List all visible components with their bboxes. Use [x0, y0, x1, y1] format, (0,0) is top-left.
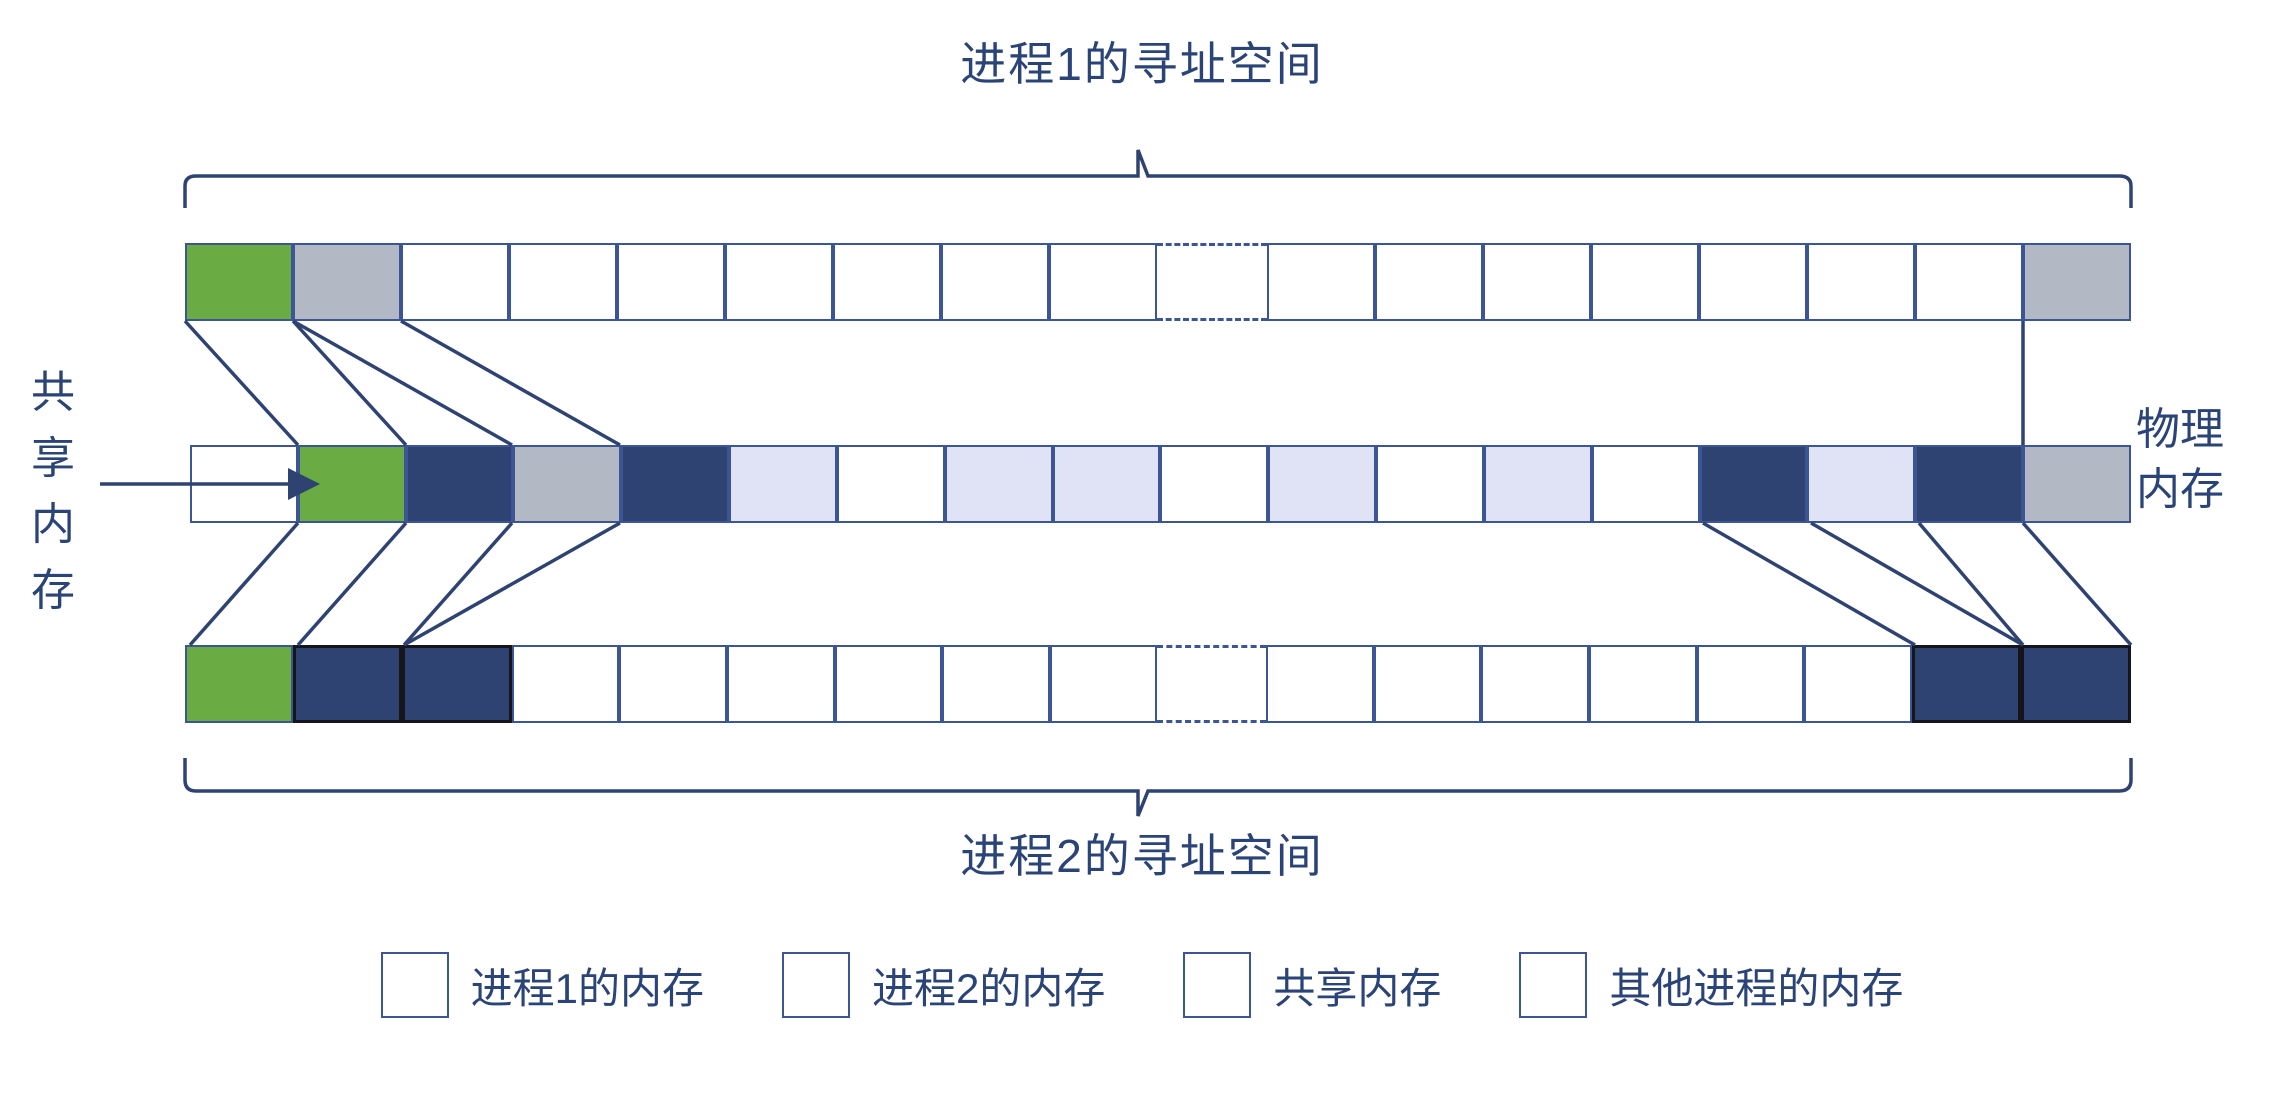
physical-cell-14-process2 — [1699, 445, 1808, 523]
physical-cell-4-process2 — [621, 445, 730, 523]
process2-cell-14-empty — [1696, 645, 1805, 723]
process2-cell-10-empty — [1266, 645, 1374, 723]
page-title-bottom: 进程2的寻址空间 — [960, 830, 1324, 882]
process1-cell-17-process1 — [2023, 243, 2132, 321]
legend-swatch-0 — [380, 952, 449, 1018]
process2-cell-7-empty — [942, 645, 1050, 723]
map-line-t3 — [292, 319, 513, 447]
physical-cell-3-process1 — [513, 445, 622, 523]
physical-cell-11-empty — [1376, 445, 1484, 523]
process2-cell-12-empty — [1481, 645, 1589, 723]
legend: 进程1的内存 进程2的内存 共享内存 其他进程的内存 — [0, 952, 2284, 1018]
legend-item-0: 进程1的内存 — [380, 952, 704, 1018]
shared-memory-label-c4: 存 — [31, 566, 75, 615]
physical-cell-8-other — [1052, 445, 1161, 523]
process2-cell-13-empty — [1588, 645, 1697, 723]
process2-cell-11-empty — [1373, 645, 1482, 723]
process2-cell-6-empty — [834, 645, 943, 723]
physical-cell-1-shared — [297, 445, 406, 523]
map-line-b1 — [188, 521, 300, 647]
process2-address-space-row — [185, 645, 2131, 723]
map-line-t4 — [400, 319, 621, 447]
map-line-b2 — [296, 521, 408, 647]
process1-cell-13-empty — [1590, 243, 1699, 321]
physical-memory-label-line2: 内存 — [2136, 465, 2224, 514]
process1-cell-11-empty — [1374, 243, 1483, 321]
physical-memory-row — [190, 445, 2131, 523]
process2-cell-3-empty — [511, 645, 620, 723]
process2-cell-4-empty — [619, 645, 727, 723]
process2-cell-15-empty — [1804, 645, 1912, 723]
legend-label-0: 进程1的内存 — [470, 964, 704, 1012]
process1-cell-4-empty — [617, 243, 726, 321]
legend-swatch-3 — [1519, 952, 1588, 1018]
process1-cell-1-process1 — [293, 243, 402, 321]
legend-swatch-2 — [1183, 952, 1252, 1018]
process1-address-space-row — [185, 243, 2132, 321]
physical-cell-12-other — [1483, 445, 1592, 523]
page-title-top: 进程1的寻址空间 — [960, 38, 1324, 90]
legend-label-1: 进程2的内存 — [871, 964, 1106, 1012]
brace-bottom — [183, 758, 2133, 817]
process2-cell-1-process2 — [292, 645, 403, 723]
physical-cell-5-other — [729, 445, 837, 523]
process1-cell-6-empty — [833, 243, 942, 321]
process1-cell-16-empty — [1914, 243, 2023, 321]
process2-cell-16-process2 — [1911, 645, 2022, 723]
process1-cell-0-shared — [185, 243, 294, 321]
process1-cell-5-empty — [725, 243, 834, 321]
process2-cell-9-gap — [1157, 645, 1267, 723]
legend-item-1: 进程2的内存 — [781, 952, 1106, 1018]
physical-cell-15-other — [1807, 445, 1916, 523]
physical-cell-7-other — [944, 445, 1053, 523]
physical-cell-0-empty — [190, 445, 298, 523]
process1-cell-7-empty — [941, 243, 1050, 321]
brace-top — [183, 149, 2133, 208]
legend-item-3: 其他进程的内存 — [1519, 952, 1903, 1018]
process1-cell-14-empty — [1698, 243, 1807, 321]
physical-cell-2-process2 — [405, 445, 514, 523]
physical-cell-9-empty — [1160, 445, 1269, 523]
process1-cell-3-empty — [509, 243, 618, 321]
process2-cell-5-empty — [726, 645, 835, 723]
shared-memory-label-c1: 共 — [31, 368, 75, 417]
process1-cell-15-empty — [1806, 243, 1915, 321]
physical-memory-label-line1: 物理 — [2136, 405, 2224, 454]
legend-swatch-1 — [781, 952, 850, 1018]
process1-cell-10-empty — [1266, 243, 1375, 321]
physical-cell-6-empty — [836, 445, 945, 523]
legend-label-2: 共享内存 — [1273, 964, 1442, 1012]
map-line-t2 — [291, 319, 408, 447]
legend-item-2: 共享内存 — [1183, 952, 1441, 1018]
physical-memory-label: 物理 内存 — [2136, 400, 2284, 520]
map-line-t1 — [183, 319, 300, 447]
map-line-b3 — [402, 521, 514, 647]
process1-cell-9-gap — [1157, 243, 1267, 321]
map-line-b6 — [1810, 521, 2024, 647]
shared-memory-label-c3: 内 — [31, 500, 75, 549]
process2-cell-2-process2 — [402, 645, 512, 723]
physical-cell-17-process1 — [2023, 445, 2131, 523]
map-line-b5 — [1702, 521, 1916, 647]
legend-label-3: 其他进程的内存 — [1609, 964, 1904, 1012]
shared-memory-label: 共 享 内 存 — [18, 360, 88, 624]
process2-cell-0-shared — [185, 645, 293, 723]
map-line-b7 — [1917, 521, 2025, 647]
physical-cell-16-process2 — [1915, 445, 2024, 523]
map-line-b8 — [2021, 521, 2133, 647]
physical-cell-10-other — [1268, 445, 1377, 523]
process1-cell-8-empty — [1049, 243, 1158, 321]
process2-cell-8-empty — [1049, 645, 1158, 723]
process1-cell-12-empty — [1482, 243, 1591, 321]
physical-cell-13-empty — [1591, 445, 1700, 523]
process1-cell-2-empty — [401, 243, 510, 321]
process2-cell-17-process2 — [2021, 645, 2131, 723]
shared-memory-label-c2: 享 — [31, 434, 75, 483]
map-line-b4 — [403, 521, 621, 647]
